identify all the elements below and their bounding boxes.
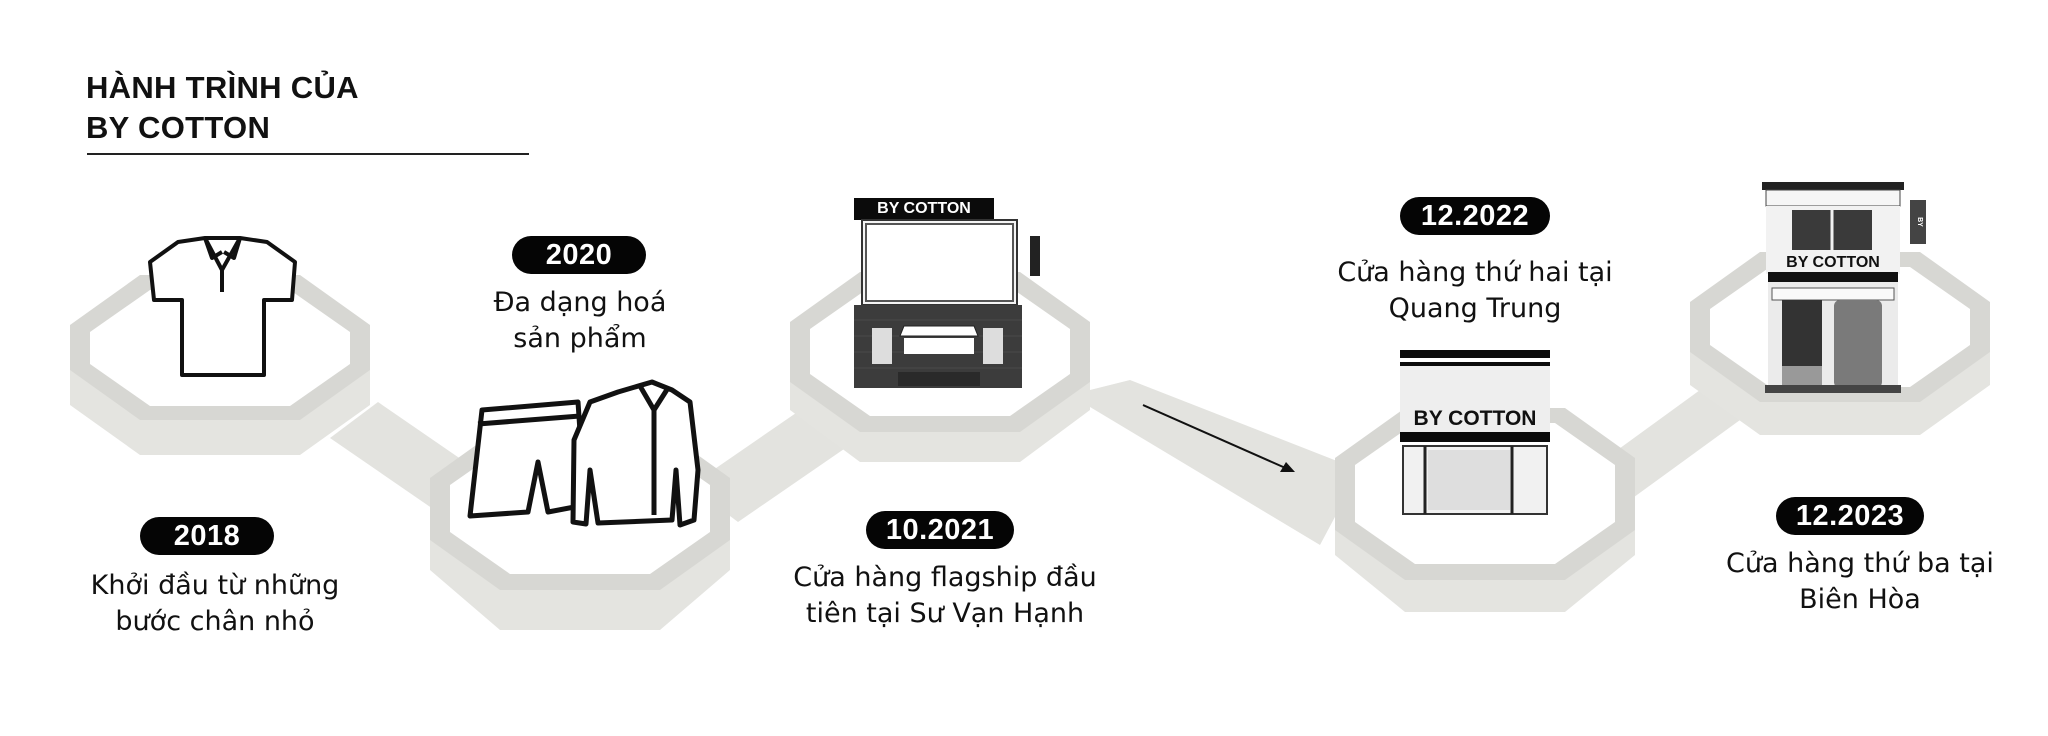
milestone-description: Khởi đầu từ những bước chân nhỏ [60,568,370,640]
milestone-description-line: bước chân nhỏ [115,606,315,637]
shorts-and-shirt-icon [467,379,701,528]
milestone-description-line: Đa dạng hoá [493,287,667,318]
page-title: HÀNH TRÌNH CỦA BY COTTON [86,68,359,148]
flagship-store-sign: BY COTTON [877,200,971,217]
page-title-line-2: BY COTTON [86,110,271,145]
milestone-description-line: Cửa hàng thứ ba tại [1726,548,1994,579]
milestone-description: Cửa hàng thứ ba tại Biên Hòa [1690,546,2030,618]
milestone-description-line: Quang Trung [1388,293,1562,324]
milestone-description: Cửa hàng thứ hai tại Quang Trung [1310,255,1640,327]
milestone-description-line: Cửa hàng flagship đầu [793,562,1097,593]
milestone-date-badge: 12.2022 [1400,197,1550,235]
third-store-icon [1762,182,1926,393]
milestone-description-line: Biên Hòa [1799,584,1921,615]
milestone-description-line: tiên tại Sư Vạn Hạnh [805,598,1085,629]
milestone-description-line: sản phẩm [513,323,647,354]
milestone-description: Cửa hàng flagship đầu tiên tại Sư Vạn Hạ… [760,560,1130,632]
second-store-sign: BY COTTON [1413,407,1537,430]
third-store-sign: BY COTTON [1786,254,1880,271]
milestone-date-badge: 12.2023 [1776,497,1924,535]
title-divider [87,153,529,155]
milestone-description-line: Cửa hàng thứ hai tại [1337,257,1613,288]
third-store-hanging-sign: BY COTTON [1900,207,1923,237]
page-title-line-1: HÀNH TRÌNH CỦA [86,70,359,105]
milestone-description-line: Khởi đầu từ những [90,570,340,601]
milestone-date-badge: 10.2021 [866,511,1014,549]
second-store-icon [1400,350,1550,515]
flagship-store-icon [854,198,1040,388]
polo-shirt-icon [148,236,297,377]
milestone-description: Đa dạng hoá sản phẩm [430,285,730,357]
arrow-icon [1142,404,1295,472]
milestone-date-badge: 2020 [512,236,646,274]
milestone-date-badge: 2018 [140,517,274,555]
